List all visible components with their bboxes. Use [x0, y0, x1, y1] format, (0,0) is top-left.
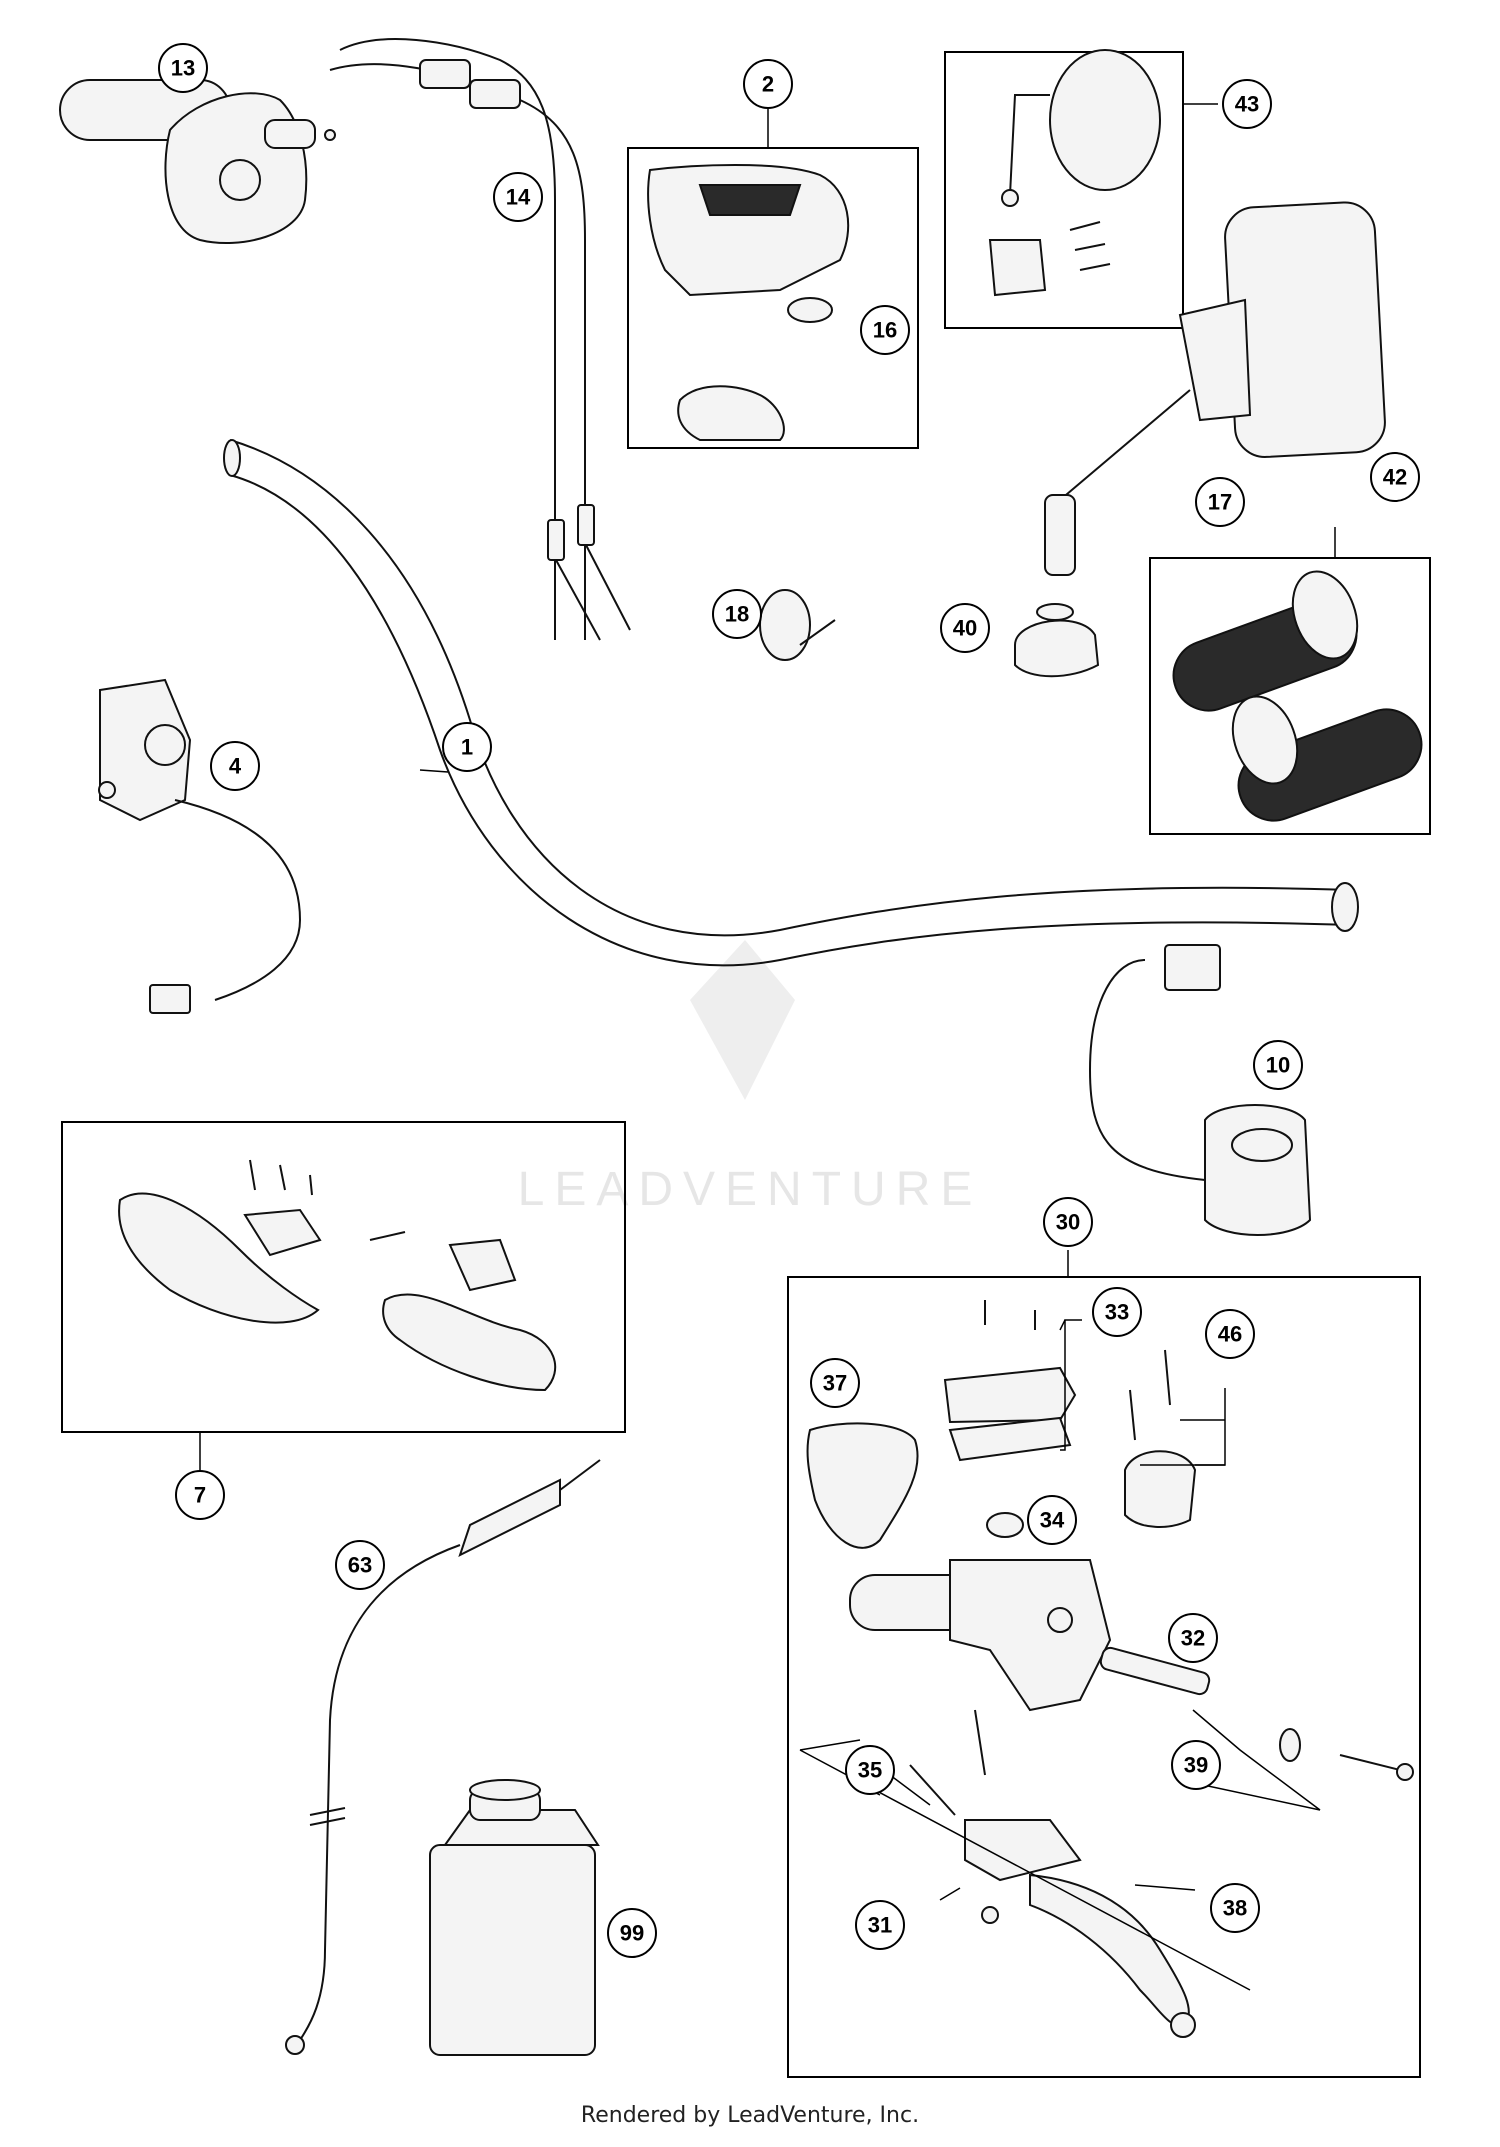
callout-circle — [607, 1908, 657, 1958]
callout-1[interactable]: 1 — [442, 722, 492, 772]
switch-right — [1088, 944, 1312, 1236]
callout-circle — [1222, 79, 1272, 129]
callout-circle — [1210, 1883, 1260, 1933]
callout-label: 7 — [194, 1483, 206, 1508]
callout-7[interactable]: 7 — [175, 1470, 225, 1520]
callout-label: 10 — [1266, 1053, 1290, 1078]
callout-circle — [1168, 1613, 1218, 1663]
callout-label: 37 — [823, 1371, 847, 1396]
throttle-cables — [324, 38, 631, 641]
callout-39[interactable]: 39 — [1171, 1740, 1221, 1790]
callout-circle — [743, 59, 793, 109]
leader-lines — [199, 102, 1336, 1478]
callout-circle — [1171, 1740, 1221, 1790]
callout-circle — [1195, 477, 1245, 527]
callout-label: 42 — [1383, 465, 1407, 490]
callout-37[interactable]: 37 — [810, 1358, 860, 1408]
callout-circle — [210, 741, 260, 791]
grip-set — [1149, 557, 1431, 835]
sensor-cable — [285, 1459, 601, 2055]
callout-43[interactable]: 43 — [1222, 79, 1272, 129]
callout-circle — [845, 1745, 895, 1795]
callout-label: 4 — [229, 754, 242, 779]
callout-14[interactable]: 14 — [493, 172, 543, 222]
handlebar-pad-kit — [627, 147, 919, 449]
watermark: LEADVENTURE — [518, 940, 983, 1216]
callout-label: 14 — [506, 185, 531, 210]
callout-label: 18 — [725, 602, 749, 627]
callout-circle — [158, 43, 208, 93]
callout-16[interactable]: 16 — [860, 305, 910, 355]
hand-guard-kit — [61, 1121, 626, 1433]
callout-label: 46 — [1218, 1322, 1242, 1347]
callout-40[interactable]: 40 — [940, 603, 990, 653]
clamp — [1014, 603, 1100, 678]
callout-30[interactable]: 30 — [1043, 1197, 1093, 1247]
callout-17[interactable]: 17 — [1195, 477, 1245, 527]
callout-label: 13 — [171, 56, 195, 81]
brake-fluid-bottle — [429, 1779, 600, 2056]
switch-left — [98, 678, 302, 1014]
callout-circle — [1027, 1495, 1077, 1545]
callout-circle — [1370, 452, 1420, 502]
callout-label: 34 — [1040, 1508, 1065, 1533]
callout-label: 16 — [873, 318, 897, 343]
master-cylinder-kit — [787, 1276, 1421, 2078]
callout-label: 2 — [762, 72, 774, 97]
callout-circle — [1043, 1197, 1093, 1247]
callout-circle — [335, 1540, 385, 1590]
mirror-large — [1044, 201, 1386, 576]
callout-33[interactable]: 33 — [1092, 1287, 1142, 1337]
callout-13[interactable]: 13 — [158, 43, 208, 93]
throttle-grip — [59, 79, 316, 244]
callout-99[interactable]: 99 — [607, 1908, 657, 1958]
callout-circle — [442, 722, 492, 772]
callout-label: 32 — [1181, 1626, 1205, 1651]
footer-text: Rendered by LeadVenture, Inc. — [580, 2103, 920, 2128]
callout-layer: 13 14 2 16 43 42 17 18 40 4 1 10 7 30 33 46 37 34 63 32 39 35… — [158, 43, 1420, 1958]
callout-35[interactable]: 35 — [845, 1745, 895, 1795]
watermark-text: LEADVENTURE — [518, 1163, 983, 1216]
callout-circle — [940, 603, 990, 653]
callout-circle — [1092, 1287, 1142, 1337]
callout-label: 99 — [620, 1921, 644, 1946]
callout-label: 40 — [953, 616, 977, 641]
callout-31[interactable]: 31 — [855, 1900, 905, 1950]
callout-10[interactable]: 10 — [1253, 1040, 1303, 1090]
callout-63[interactable]: 63 — [335, 1540, 385, 1590]
callout-circle — [1205, 1309, 1255, 1359]
mirror-small-kit — [944, 49, 1184, 329]
callout-label: 31 — [868, 1913, 892, 1938]
callout-label: 30 — [1056, 1210, 1080, 1235]
callout-46[interactable]: 46 — [1205, 1309, 1255, 1359]
callout-label: 33 — [1105, 1300, 1129, 1325]
callout-18[interactable]: 18 — [712, 589, 762, 639]
callout-label: 43 — [1235, 92, 1259, 117]
handlebar — [223, 439, 1359, 967]
callout-label: 1 — [461, 735, 473, 760]
cable-tie — [759, 589, 836, 661]
callout-label: 38 — [1223, 1896, 1247, 1921]
callout-label: 39 — [1184, 1753, 1208, 1778]
callout-label: 35 — [858, 1758, 882, 1783]
callout-2[interactable]: 2 — [743, 59, 793, 109]
callout-32[interactable]: 32 — [1168, 1613, 1218, 1663]
callout-circle — [855, 1900, 905, 1950]
callout-circle — [810, 1358, 860, 1408]
callout-circle — [712, 589, 762, 639]
callout-circle — [175, 1470, 225, 1520]
callout-label: 17 — [1208, 490, 1232, 515]
callout-circle — [860, 305, 910, 355]
callout-38[interactable]: 38 — [1210, 1883, 1260, 1933]
callout-4[interactable]: 4 — [210, 741, 260, 791]
callout-42[interactable]: 42 — [1370, 452, 1420, 502]
callout-circle — [493, 172, 543, 222]
callout-34[interactable]: 34 — [1027, 1495, 1077, 1545]
callout-label: 63 — [348, 1553, 372, 1578]
callout-circle — [1253, 1040, 1303, 1090]
